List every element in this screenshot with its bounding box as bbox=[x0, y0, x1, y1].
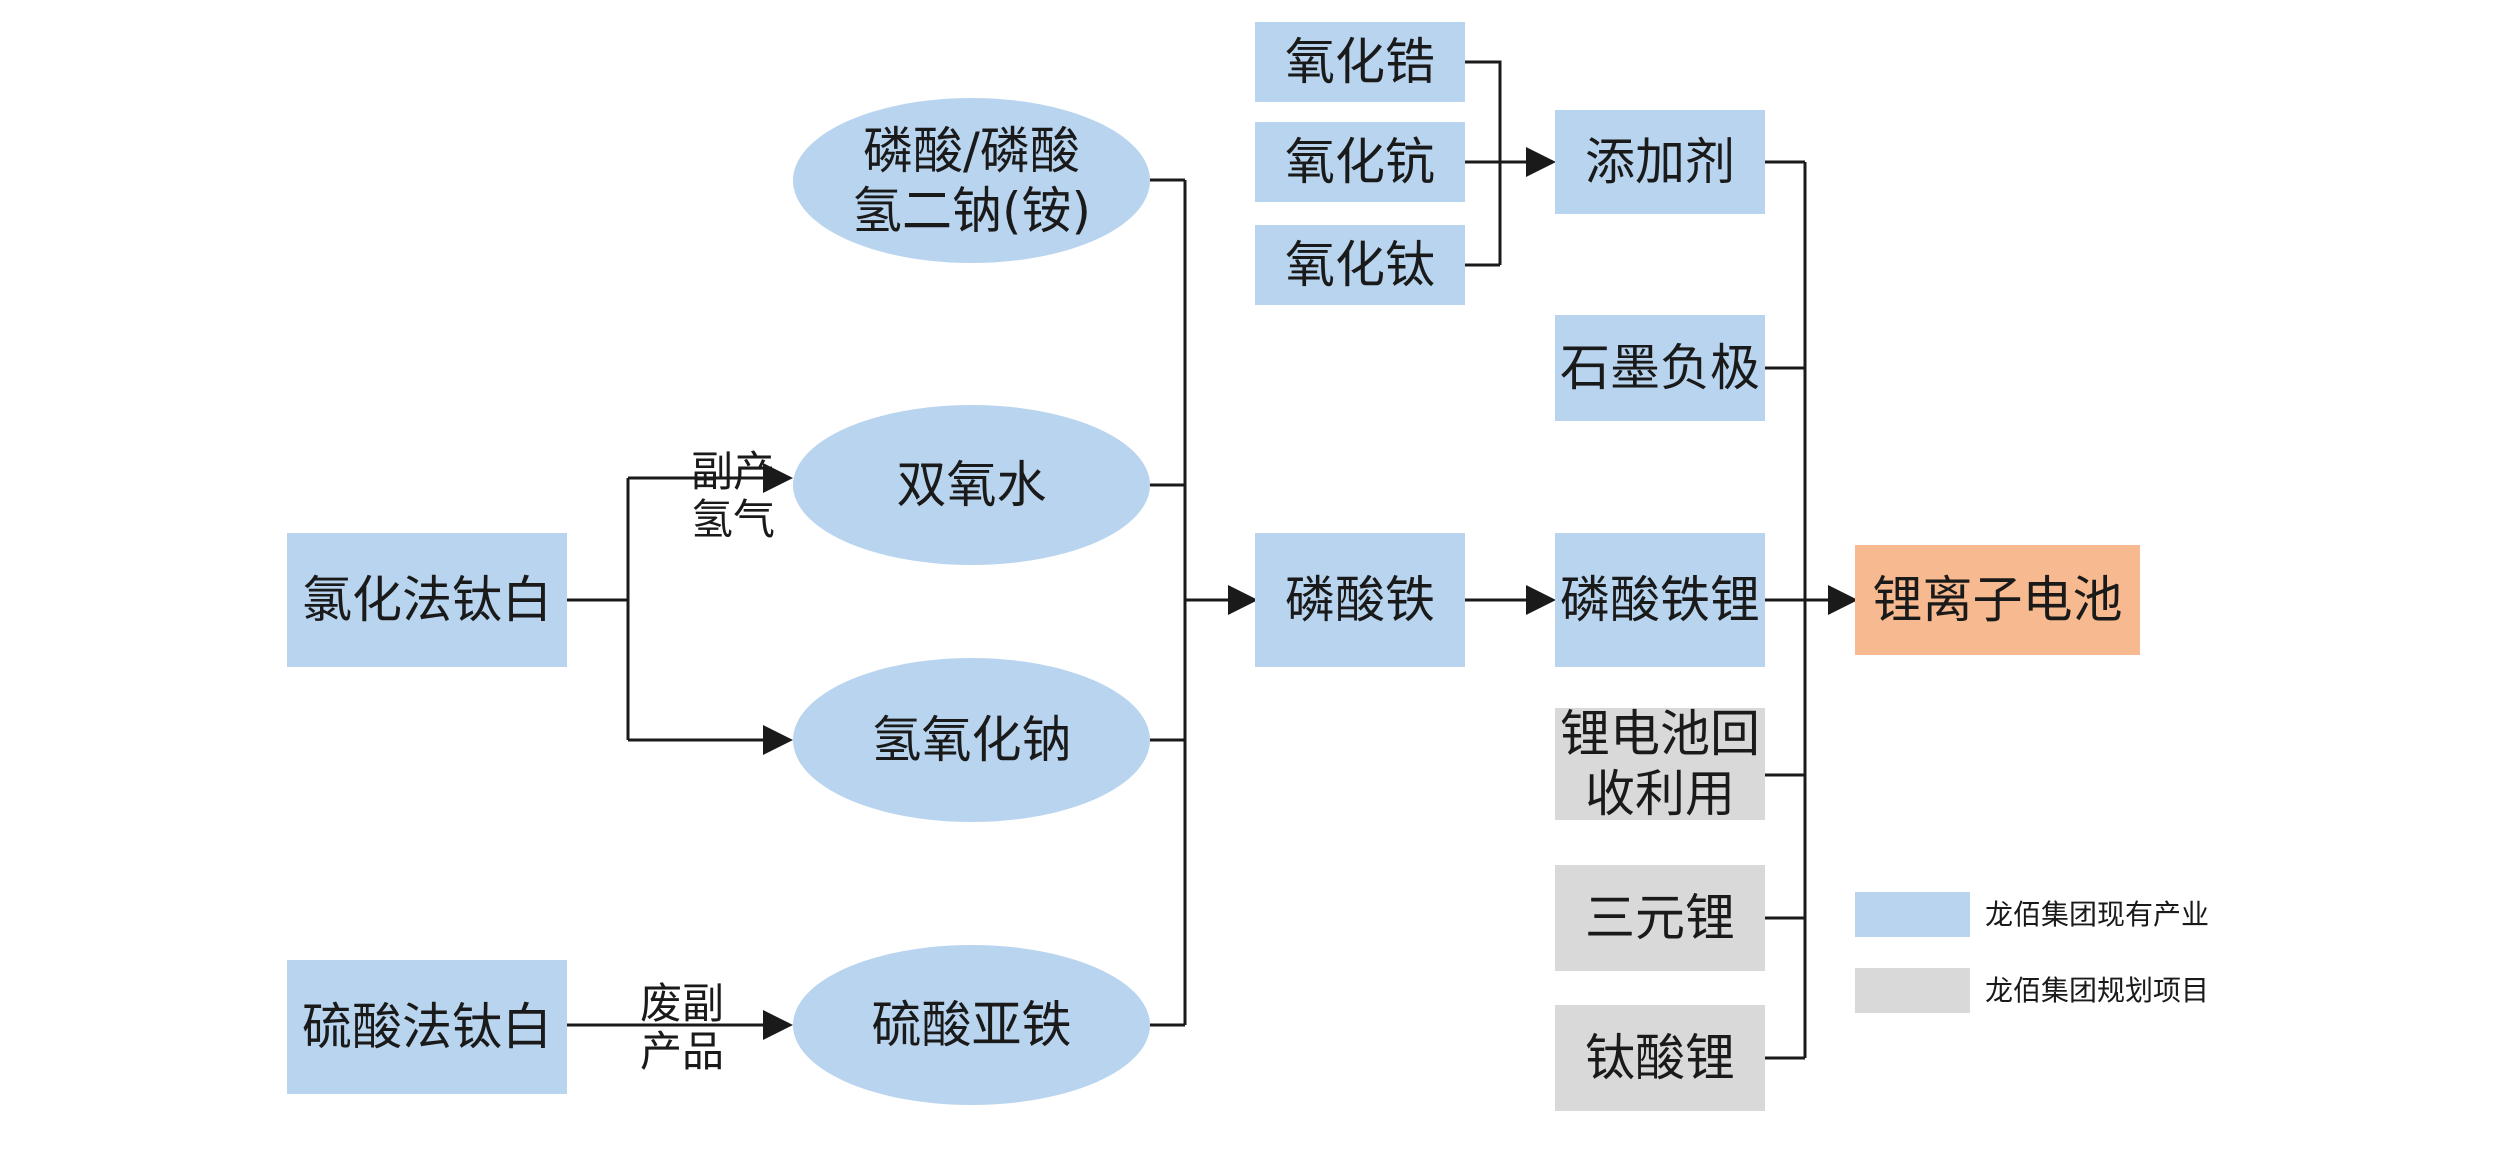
node-hydrogen-peroxide-label: 双氧水 bbox=[896, 456, 1047, 514]
node-chlorination-tio2: 氯化法钛白 bbox=[287, 533, 567, 667]
node-ferrous-sulfate-label: 硫酸亚铁 bbox=[871, 996, 1072, 1054]
node-iron-phosphate: 磷酸铁 bbox=[1255, 533, 1465, 667]
edge-oxides-collector bbox=[1465, 60, 1502, 267]
node-additive-label: 添加剂 bbox=[1585, 133, 1735, 191]
edge-right-collector bbox=[1765, 160, 1807, 1060]
node-lithium-titanate-label: 钛酸锂 bbox=[1585, 1029, 1735, 1087]
node-lfp: 磷酸铁锂 bbox=[1555, 533, 1765, 667]
node-titanium-oxide: 氧化钛 bbox=[1255, 225, 1465, 305]
legend-label-existing: 龙佰集团现有产业 bbox=[1985, 898, 2210, 931]
legend-swatch-planned bbox=[1855, 968, 1970, 1013]
edge-label-waste-byproduct-text: 废副 产品 bbox=[639, 979, 724, 1077]
edge-label-byproduct-hydrogen: 副产 氢气 bbox=[688, 447, 778, 545]
node-battery-recycling: 锂电池回 收利用 bbox=[1555, 705, 1765, 823]
node-sodium-hydroxide-label: 氢氧化钠 bbox=[871, 711, 1072, 769]
node-li-ion-battery-label: 锂离子电池 bbox=[1872, 571, 2123, 629]
node-lithium-titanate: 钛酸锂 bbox=[1555, 1005, 1765, 1111]
edge-chlorination-trunk bbox=[567, 478, 630, 740]
node-ferrous-sulfate: 硫酸亚铁 bbox=[793, 945, 1150, 1105]
node-sodium-hydroxide: 氢氧化钠 bbox=[793, 658, 1150, 822]
node-zirconia-label: 氧化锆 bbox=[1285, 33, 1435, 91]
node-vanadium-oxide-label: 氧化钪 bbox=[1285, 133, 1435, 191]
node-ternary-lithium: 三元锂 bbox=[1555, 865, 1765, 971]
node-vanadium-oxide: 氧化钪 bbox=[1255, 122, 1465, 202]
node-sulfuric-tio2: 硫酸法钛白 bbox=[287, 960, 567, 1094]
node-sulfuric-tio2-label: 硫酸法钛白 bbox=[302, 998, 552, 1056]
node-battery-recycling-label: 锂电池回 收利用 bbox=[1560, 705, 1760, 823]
edge-label-waste-byproduct: 废副 产品 bbox=[637, 979, 727, 1077]
node-li-ion-battery: 锂离子电池 bbox=[1855, 545, 2140, 655]
node-hydrogen-peroxide: 双氧水 bbox=[793, 405, 1150, 565]
node-sodium-phosphate-label: 磷酸/磷酸 氢二钠(铵) bbox=[851, 121, 1091, 240]
node-zirconia: 氧化锆 bbox=[1255, 22, 1465, 102]
legend-label-planned: 龙佰集团规划项目 bbox=[1985, 974, 2210, 1007]
node-additive: 添加剂 bbox=[1555, 110, 1765, 214]
node-graphite-anode: 石墨负极 bbox=[1555, 315, 1765, 421]
edge-label-byproduct-hydrogen-text: 副产 氢气 bbox=[690, 447, 775, 545]
legend-swatch-existing bbox=[1855, 892, 1970, 937]
node-graphite-anode-label: 石墨负极 bbox=[1560, 339, 1760, 397]
node-iron-phosphate-label: 磷酸铁 bbox=[1285, 571, 1435, 629]
node-chlorination-tio2-label: 氯化法钛白 bbox=[302, 571, 552, 629]
node-titanium-oxide-label: 氧化钛 bbox=[1285, 236, 1435, 294]
node-lfp-label: 磷酸铁锂 bbox=[1560, 571, 1760, 629]
node-ternary-lithium-label: 三元锂 bbox=[1585, 889, 1735, 947]
node-sodium-phosphate: 磷酸/磷酸 氢二钠(铵) bbox=[793, 98, 1150, 263]
